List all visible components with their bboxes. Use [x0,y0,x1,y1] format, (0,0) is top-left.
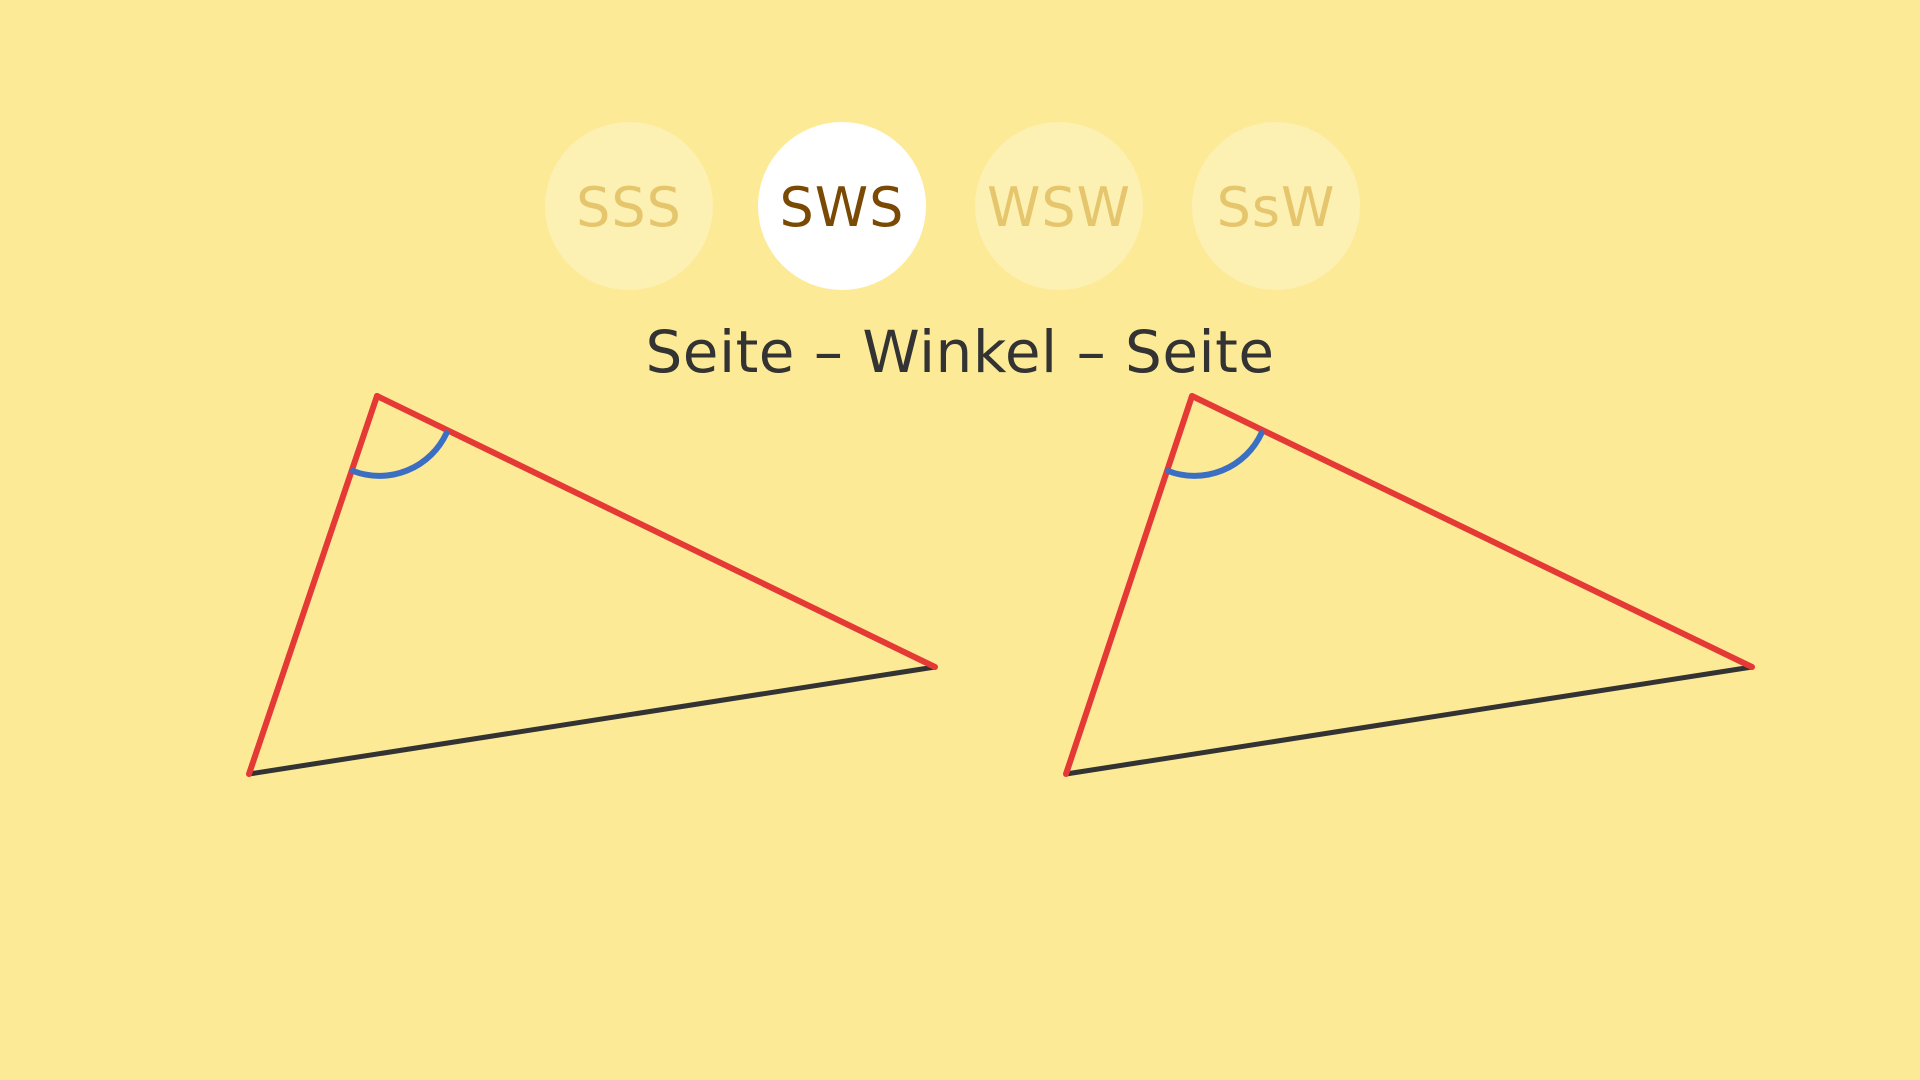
triangle-left-third-side [246,664,938,777]
triangle-left-included-angle-arc [350,430,450,479]
congruence-rule-tabs: SSS SWS WSW SsW [0,122,1920,290]
rule-subtitle: Seite – Winkel – Seite [645,318,1275,386]
triangle-left-given-side-2 [374,393,938,670]
triangle-right-included-angle-arc [1165,430,1265,479]
tab-sss[interactable]: SSS [545,122,713,290]
triangle-right-given-side-1 [1063,393,1195,777]
triangle-right-third-side [1063,664,1755,777]
triangle-left-given-side-1 [246,393,380,777]
triangle-left [246,393,938,777]
triangle-right-given-side-2 [1189,393,1755,670]
tab-wsw[interactable]: WSW [975,122,1143,290]
tab-sws[interactable]: SWS [758,122,926,290]
triangle-right [1063,393,1755,777]
tab-ssw[interactable]: SsW [1192,122,1360,290]
